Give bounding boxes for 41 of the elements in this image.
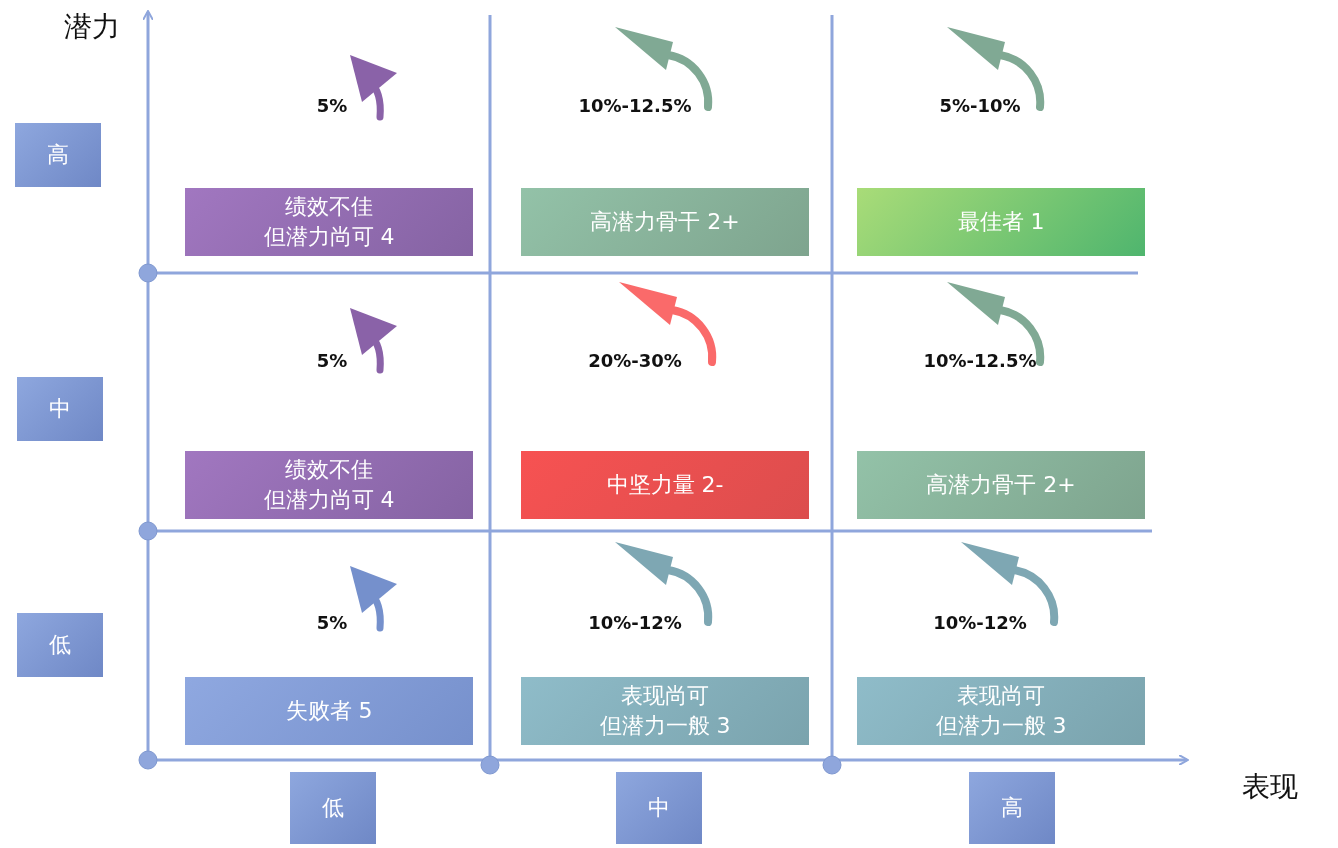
axis-title: 表现 (1242, 769, 1298, 805)
category-box (857, 188, 1145, 256)
axis-title: 潜力 (64, 9, 120, 45)
box-text: 高 (1001, 794, 1023, 822)
box-text: 绩效不佳但潜力尚可 4 (263, 456, 395, 514)
axis-level-tab (17, 377, 103, 441)
percentage-label: 5% (316, 349, 348, 371)
box-text: 高潜力骨干 2+ (926, 471, 1076, 499)
axis-level-tab (616, 772, 702, 844)
category-box (185, 677, 473, 745)
percentage-label: 10%-12.5% (923, 349, 1037, 371)
category-box (521, 188, 809, 256)
percentage-label: 10%-12.5% (578, 94, 692, 116)
percentage-label: 5% (316, 611, 348, 633)
axis-level-tab (17, 613, 103, 677)
box-text: 高 (47, 141, 69, 169)
box-text: 最佳者 1 (957, 208, 1045, 236)
box-text: 中坚力量 2- (606, 471, 724, 499)
category-box (185, 451, 473, 519)
box-text: 低 (322, 794, 344, 822)
box-text: 失败者 5 (285, 697, 373, 725)
percentage-label: 20%-30% (588, 349, 682, 371)
category-box (521, 677, 809, 745)
box-text: 绩效不佳但潜力尚可 4 (263, 193, 395, 251)
percentage-label: 5% (316, 94, 348, 116)
category-box (857, 451, 1145, 519)
axis-level-tab (15, 123, 101, 187)
axis-level-tab (969, 772, 1055, 844)
category-box (857, 677, 1145, 745)
percentage-label: 5%-10% (939, 94, 1021, 116)
category-box (521, 451, 809, 519)
box-text: 中 (648, 794, 670, 822)
box-text: 高潜力骨干 2+ (590, 208, 740, 236)
box-text: 低 (49, 631, 71, 659)
percentage-label: 10%-12% (588, 611, 682, 633)
percentage-label: 10%-12% (933, 611, 1027, 633)
box-text: 中 (49, 395, 71, 423)
box-text: 表现尚可但潜力一般 3 (599, 682, 731, 740)
box-text: 表现尚可但潜力一般 3 (935, 682, 1067, 740)
axis-level-tab (290, 772, 376, 844)
category-box (185, 188, 473, 256)
